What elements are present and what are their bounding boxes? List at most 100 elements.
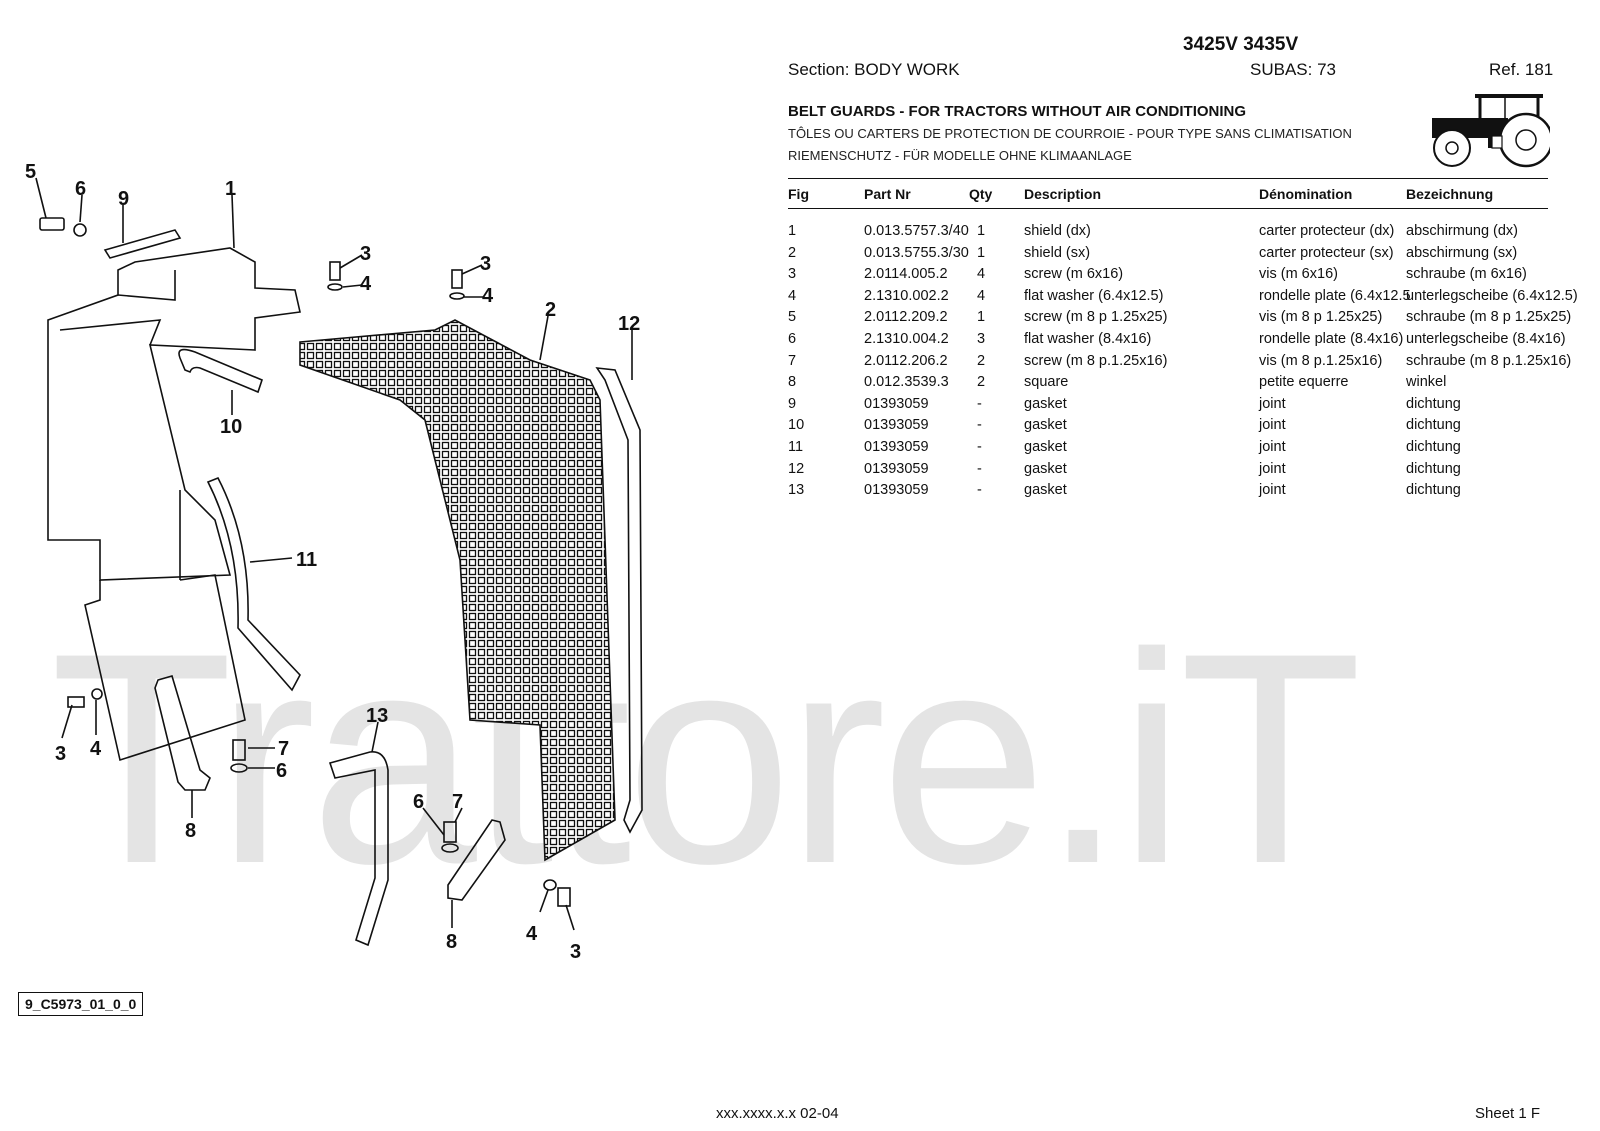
cell-fig: 8 [788,374,797,391]
cell-denomination: vis (m 8 p.1.25x16) [1259,352,1383,369]
col-header-fig: Fig [788,186,809,202]
cell-description: shield (sx) [1024,244,1091,261]
callout-label: 9 [118,188,129,210]
cell-description: gasket [1024,417,1067,434]
col-header-qty: Qty [969,186,993,202]
cell-fig: 1 [788,223,797,239]
cell-description: flat washer (6.4x12.5) [1024,287,1164,304]
callout-label: 1 [225,178,236,200]
watermark: Trattore.iT [50,590,1362,926]
cell-part-nr: 0.012.3539.3 [864,374,949,391]
cell-denomination: joint [1259,417,1286,434]
cell-qty: 4 [977,287,986,304]
cell-description: square [1024,374,1069,391]
cell-qty: 2 [977,374,986,391]
cell-denomination: carter protecteur (sx) [1259,244,1394,261]
cell-part-nr: 01393059 [864,460,929,477]
cell-qty: 1 [977,309,986,326]
callout-label: 3 [480,253,491,275]
callout-label: 8 [185,820,196,842]
title-german: RIEMENSCHUTZ - FÜR MODELLE OHNE KLIMAANL… [788,148,1132,163]
cell-bezeichnung: schraube (m 8 p.1.25x16) [1406,352,1572,369]
cell-bezeichnung: unterlegscheibe (8.4x16) [1406,331,1566,347]
footer-sheet: Sheet 1 F [1475,1105,1541,1122]
callout-label: 13 [366,705,388,727]
cell-part-nr: 2.0112.209.2 [864,309,948,326]
cell-part-nr: 01393059 [864,482,929,499]
cell-part-nr: 0.013.5757.3/40 [864,223,969,239]
cell-part-nr: 2.0114.005.2 [864,266,948,283]
cell-denomination: joint [1259,439,1286,455]
cell-qty: 1 [977,223,986,239]
callout-label: 3 [570,941,581,963]
cell-bezeichnung: schraube (m 8 p 1.25x25) [1406,309,1572,326]
cell-qty: - [977,460,982,477]
cell-bezeichnung: dichtung [1406,395,1461,412]
cell-denomination: rondelle plate (6.4x12.5 [1259,287,1411,304]
cell-bezeichnung: schraube (m 6x16) [1406,266,1527,283]
cell-fig: 10 [788,417,805,434]
cell-description: screw (m 6x16) [1024,266,1124,283]
cell-bezeichnung: winkel [1406,374,1447,391]
cell-bezeichnung: dichtung [1406,460,1461,477]
cell-description: shield (dx) [1024,223,1091,239]
callout-label: 4 [360,273,372,295]
cell-part-nr: 2.1310.002.2 [864,287,949,304]
col-header-denomination: Dénomination [1259,186,1353,202]
cell-bezeichnung: dichtung [1406,482,1461,499]
cell-denomination: joint [1259,395,1286,412]
callout-label: 6 [413,791,424,813]
cell-denomination: petite equerre [1259,374,1349,391]
col-header-part-nr: Part Nr [864,186,911,202]
shield-dx [47,247,301,581]
cell-denomination: joint [1259,460,1286,477]
cell-part-nr: 01393059 [864,439,929,455]
cell-description: gasket [1024,482,1067,499]
cell-denomination: vis (m 8 p 1.25x25) [1259,309,1383,326]
callout-label: 5 [25,161,36,183]
callout-label: 6 [75,178,86,200]
tractor-icon [1432,94,1550,168]
callout-label: 2 [545,299,556,321]
cell-qty: 4 [977,266,986,283]
cell-qty: 2 [977,352,986,369]
callout-label: 3 [55,743,66,765]
callout-label: 4 [90,738,102,760]
cell-denomination: joint [1259,482,1286,499]
cell-part-nr: 2.1310.004.2 [864,331,949,347]
cell-part-nr: 01393059 [864,395,929,412]
callout-label: 7 [278,738,289,760]
cell-fig: 11 [788,439,804,455]
cell-part-nr: 2.0112.206.2 [864,352,948,369]
callout-label: 4 [482,285,494,307]
cell-bezeichnung: unterlegscheibe (6.4x12.5) [1406,287,1578,304]
callout-label: 4 [526,923,538,945]
cell-description: screw (m 8 p 1.25x25) [1024,309,1168,326]
cell-qty: - [977,439,982,455]
cell-qty: 3 [977,331,986,347]
cell-bezeichnung: abschirmung (sx) [1406,244,1518,261]
cell-qty: 1 [977,244,986,261]
cell-bezeichnung: abschirmung (dx) [1406,223,1519,239]
footer-doc-code: xxx.xxxx.x.x 02-04 [716,1105,839,1122]
callout-label: 10 [220,416,242,438]
cell-description: screw (m 8 p.1.25x16) [1024,352,1168,369]
cell-description: gasket [1024,460,1067,477]
cell-fig: 9 [788,395,797,412]
cell-description: flat washer (8.4x16) [1024,331,1152,347]
callout-label: 8 [446,931,457,953]
cell-fig: 5 [788,309,797,326]
title-english: BELT GUARDS - FOR TRACTORS WITHOUT AIR C… [788,103,1247,120]
cell-qty: - [977,482,982,499]
cell-fig: 6 [788,331,797,347]
figure-code: 9_C5973_01_0_0 [18,992,144,1016]
model-title: 3425V 3435V [1183,34,1299,55]
shield-sx-grid [299,319,616,862]
cell-qty: - [977,395,982,412]
callout-label: 6 [276,760,287,782]
callout-label: 3 [360,243,371,265]
cell-denomination: vis (m 6x16) [1259,266,1338,283]
cell-qty: - [977,417,982,434]
cell-description: gasket [1024,395,1067,412]
